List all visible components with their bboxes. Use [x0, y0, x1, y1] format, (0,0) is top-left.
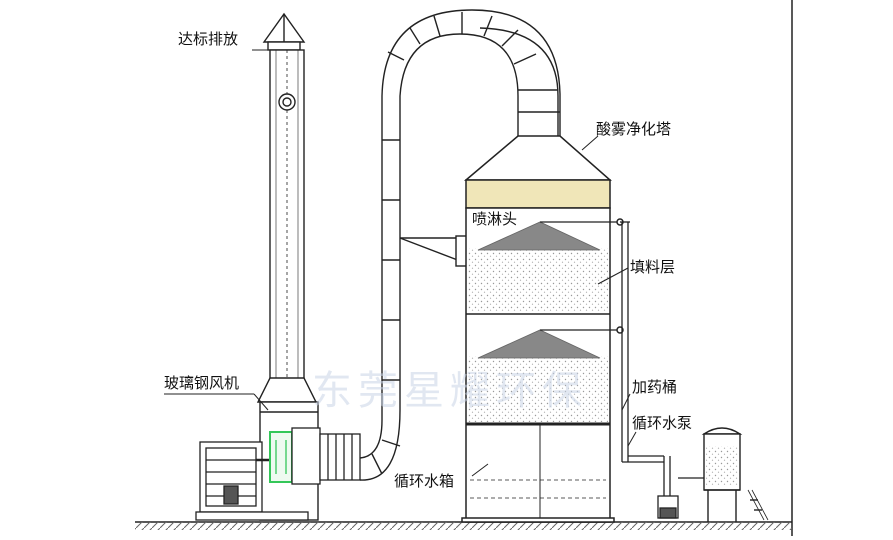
frp-fan [195, 427, 361, 521]
dosing-tank [701, 427, 769, 522]
label-circulation-pump: 循环水泵 [632, 414, 692, 432]
watermark: 东莞星耀环保 [312, 368, 588, 414]
scrubber-tower [461, 135, 624, 523]
ground [135, 521, 792, 530]
duct [359, 9, 561, 481]
label-packing-layer: 填料层 [630, 258, 675, 276]
label-spray-head: 喷淋头 [472, 210, 517, 228]
leader-lines [164, 49, 637, 477]
circulation-piping [620, 221, 706, 519]
label-exhaust: 达标排放 [178, 30, 238, 48]
label-frp-fan: 玻璃钢风机 [164, 374, 239, 392]
label-dosing-tank: 加药桶 [632, 378, 677, 396]
label-scrubber-tower: 酸雾净化塔 [596, 120, 671, 138]
label-circulation-tank: 循环水箱 [394, 472, 454, 490]
